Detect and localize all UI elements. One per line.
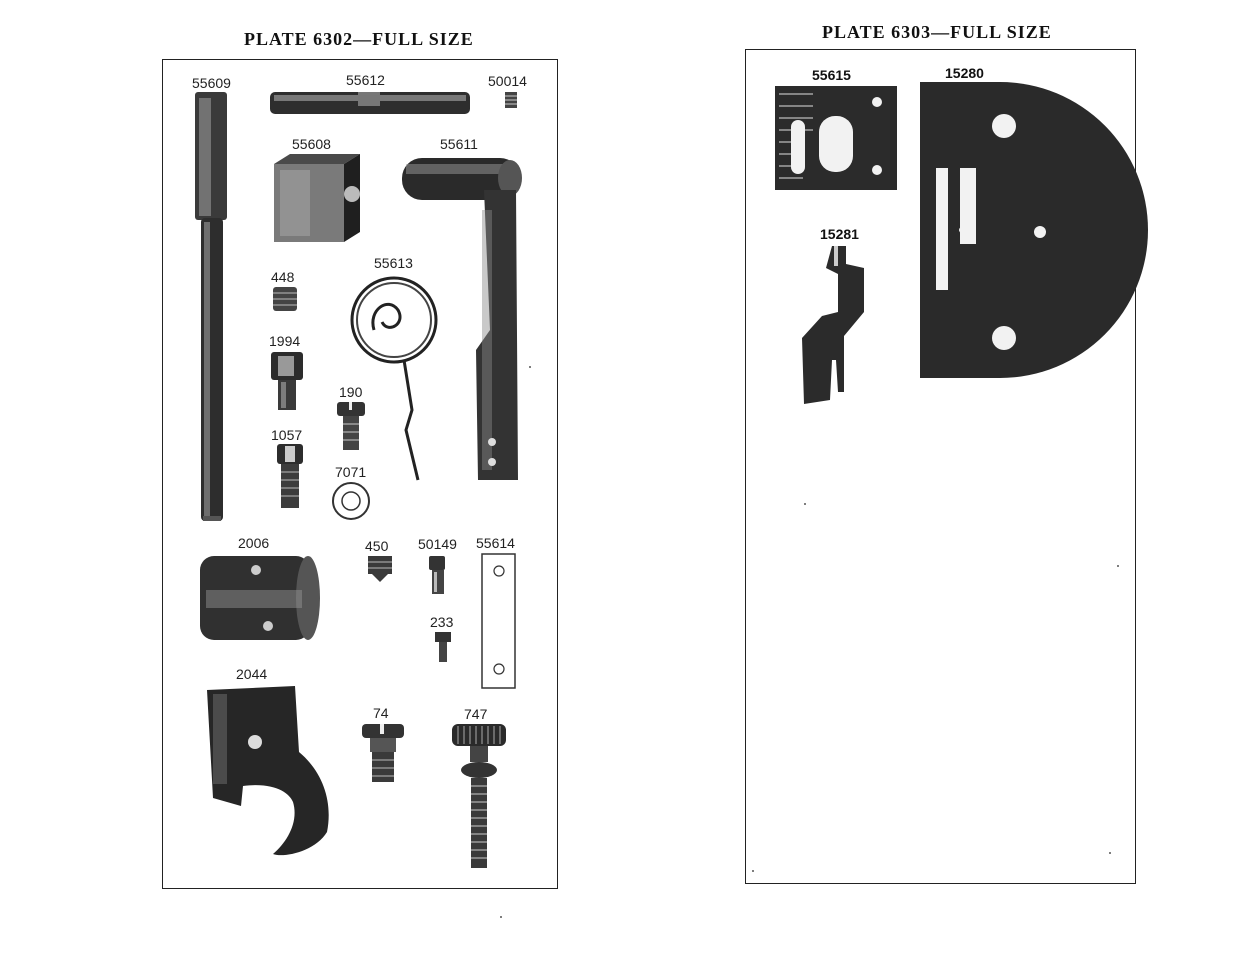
part-label-15281: 15281	[820, 226, 859, 242]
part-74-screw	[362, 724, 404, 782]
part-label-1057: 1057	[271, 427, 303, 443]
part-747-knurled-screw	[452, 724, 506, 868]
part-label-1994: 1994	[269, 333, 301, 349]
plate-6303-frame	[745, 49, 1136, 884]
part-label-450: 450	[365, 538, 389, 554]
part-label-55614: 55614	[476, 535, 515, 551]
part-448-screw	[273, 287, 297, 311]
part-label-55615: 55615	[812, 67, 851, 83]
part-55611-lever	[402, 158, 522, 480]
part-label-55609: 55609	[192, 75, 231, 91]
part-55608-block	[274, 154, 360, 242]
part-1994-stud	[271, 352, 303, 410]
part-label-50014: 50014	[488, 73, 527, 89]
part-450-screw	[368, 556, 392, 582]
part-55615-feed-plate	[775, 86, 897, 190]
part-55614-strip	[481, 553, 516, 689]
part-15280-throat-plate	[920, 82, 1148, 378]
part-2044-hook	[207, 686, 329, 856]
part-label-15280: 15280	[945, 65, 984, 81]
part-label-233: 233	[430, 614, 454, 630]
part-label-448: 448	[271, 269, 295, 285]
part-label-55611: 55611	[440, 136, 478, 152]
part-label-190: 190	[339, 384, 363, 400]
part-15281-bracket	[802, 246, 864, 404]
plate-6302-frame	[162, 59, 558, 889]
part-label-2006: 2006	[238, 535, 270, 551]
part-label-747: 747	[464, 706, 488, 722]
page-speck	[529, 366, 531, 368]
part-2006-collar	[200, 556, 320, 640]
plate-6303-title: PLATE 6303—FULL SIZE	[822, 22, 1052, 42]
part-label-74: 74	[373, 705, 389, 721]
part-50014-screw	[505, 92, 517, 108]
part-label-50149: 50149	[418, 536, 457, 552]
part-label-55608: 55608	[292, 136, 331, 152]
part-label-2044: 2044	[236, 666, 268, 682]
part-label-7071: 7071	[335, 464, 367, 480]
page-speck	[1109, 852, 1111, 854]
part-233-screw	[435, 632, 451, 662]
part-55612-pin	[270, 92, 470, 114]
part-label-55612: 55612	[346, 72, 385, 88]
part-50149-screw	[429, 556, 445, 594]
part-55613-spring	[350, 276, 438, 481]
part-55609-shaft	[195, 92, 227, 521]
page-speck	[500, 916, 502, 918]
part-190-screw	[337, 402, 365, 450]
part-1057-screw	[277, 444, 303, 508]
part-7071-washer	[332, 482, 370, 520]
page-speck	[752, 870, 754, 872]
page-speck	[804, 503, 806, 505]
page-speck	[1117, 565, 1119, 567]
plate-6302-title: PLATE 6302—FULL SIZE	[244, 29, 474, 49]
part-label-55613: 55613	[374, 255, 413, 271]
